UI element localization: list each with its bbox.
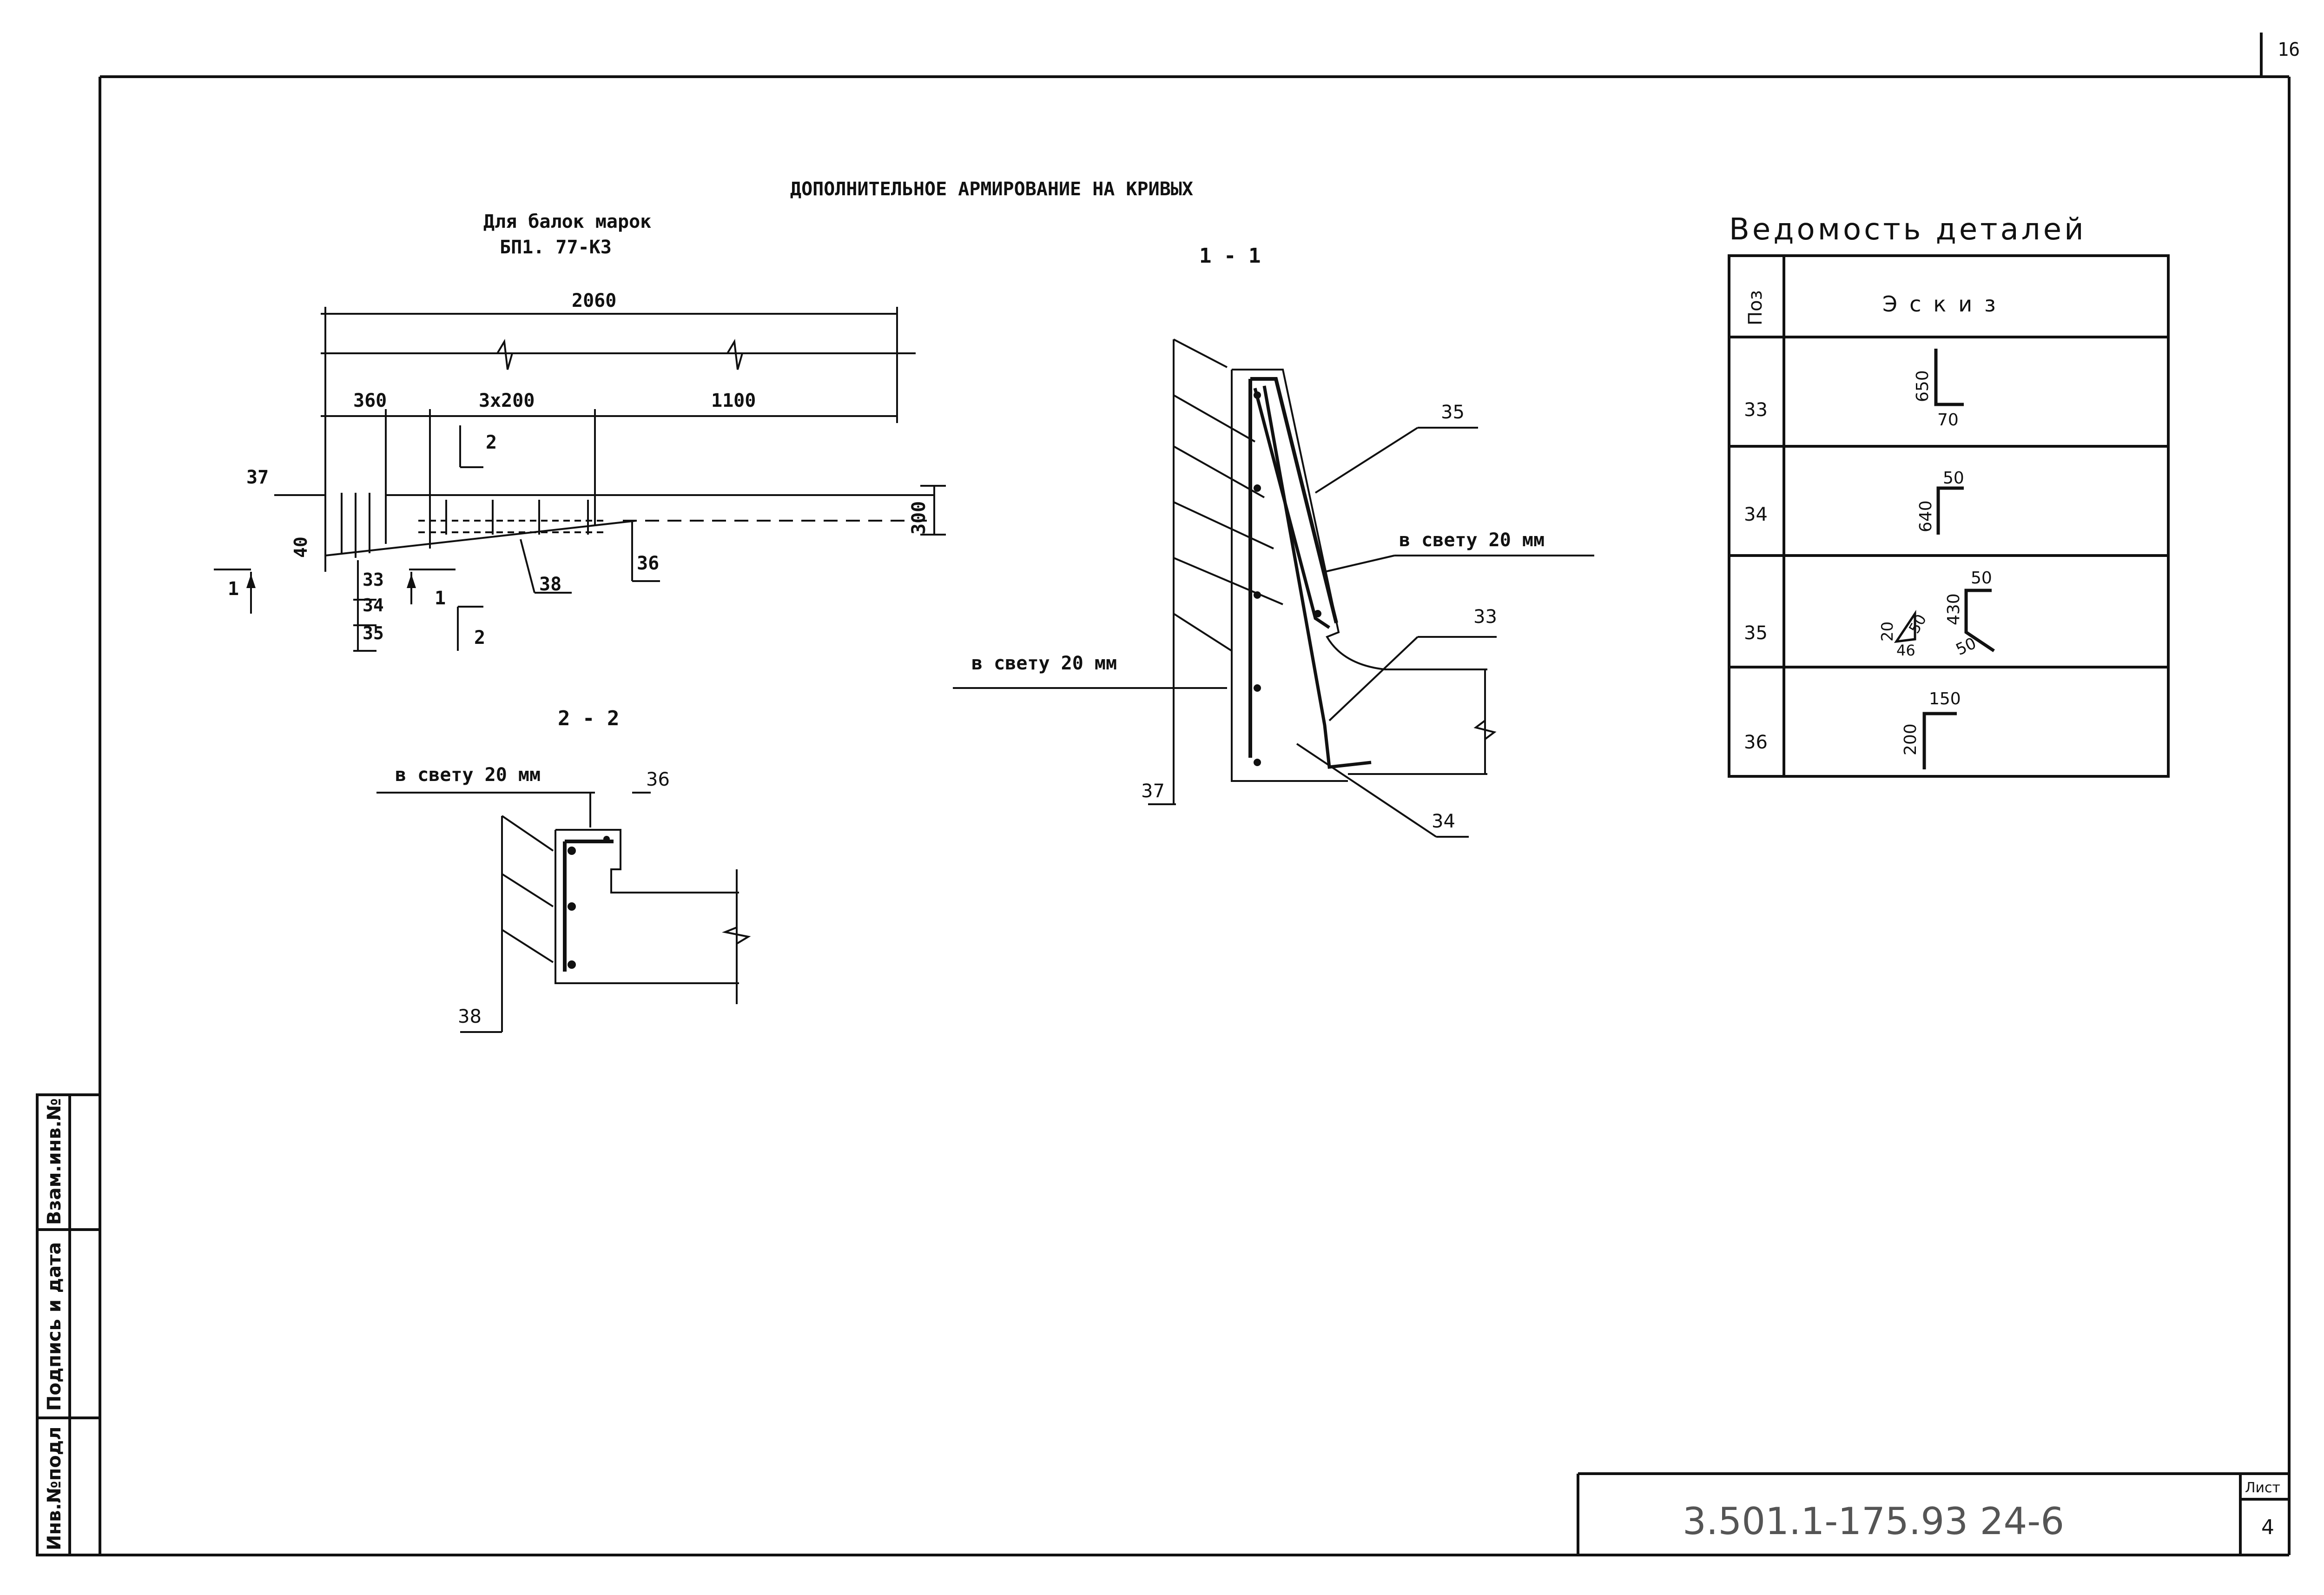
sec22-pos-38: 38 xyxy=(458,1006,482,1027)
row-35-dim-50a: 50 xyxy=(1971,569,1992,588)
row-36-dim-200: 200 xyxy=(1901,723,1920,755)
row-35-dim-20: 20 xyxy=(1878,622,1897,642)
sec11-pos-34: 34 xyxy=(1432,811,1455,832)
row-34-dim-50: 50 xyxy=(1943,469,1964,488)
sec11-pos-35: 35 xyxy=(1441,402,1465,423)
side-stamp: Инв.№подл Подпись и дата Взам.инв.№ xyxy=(36,1093,101,1556)
cut-arrow-1b xyxy=(407,574,416,588)
cut-label-1: 1 xyxy=(228,578,239,600)
dim-40: 40 xyxy=(290,536,311,558)
plan-pos-37: 37 xyxy=(246,467,269,488)
details-table-title: Ведомость деталей xyxy=(1729,212,2086,247)
row-35-dim-430: 430 xyxy=(1944,593,1963,625)
row-35-dim-50b: 50 xyxy=(1905,611,1930,636)
col-header-sketch: Эскиз xyxy=(1882,291,2008,317)
cut-label-1b: 1 xyxy=(435,588,446,609)
sheet-number-top: 16 xyxy=(2278,39,2300,60)
title-block-sheet-label: Лист xyxy=(2245,1480,2280,1496)
dim-360: 360 xyxy=(353,390,387,411)
row-33-dim-650: 650 xyxy=(1913,370,1932,402)
title-block-sheet-value: 4 xyxy=(2261,1516,2274,1539)
drawing-title: ДОПОЛНИТЕЛЬНОЕ АРМИРОВАНИЕ НА КРИВЫХ xyxy=(790,179,1193,200)
stamp-podpis-data: Подпись и дата xyxy=(44,1242,65,1411)
plan-view: 2060 360 3x200 1100 300 40 37 38 36 33 3… xyxy=(214,290,946,652)
section-22-title: 2 - 2 xyxy=(558,707,619,730)
section-2-2: 2 - 2 в свету 20 мм 36 38 xyxy=(376,707,751,1033)
stamp-inv-podl: Инв.№подл xyxy=(44,1427,65,1550)
plan-pos-38: 38 xyxy=(539,574,561,595)
stamp-vzam-inv: Взам.инв.№ xyxy=(44,1098,65,1225)
row-35-pos: 35 xyxy=(1744,622,1768,644)
sec11-pos-33: 33 xyxy=(1473,606,1497,628)
plan-pos-34: 34 xyxy=(363,595,384,615)
cut-label-2b: 2 xyxy=(474,627,485,649)
dim-total: 2060 xyxy=(572,290,616,311)
sec22-clear: в свету 20 мм xyxy=(395,764,541,786)
row-35-dim-46: 46 xyxy=(1896,642,1915,659)
row-36-dim-150: 150 xyxy=(1929,689,1961,708)
plan-pos-36: 36 xyxy=(637,553,659,574)
sec11-clear-right: в свету 20 мм xyxy=(1399,529,1545,551)
sheet-frame xyxy=(37,33,2291,1556)
cut-label-2: 2 xyxy=(486,432,497,453)
col-header-pos: Поз xyxy=(1745,290,1766,325)
row-34-pos: 34 xyxy=(1744,504,1768,525)
dim-300: 300 xyxy=(908,501,930,535)
title-block-code: 3.501.1-175.93 24-6 xyxy=(1683,1500,2064,1543)
row-33-dim-70: 70 xyxy=(1937,410,1959,430)
beam-note-line2: БП1. 77-К3 xyxy=(500,237,612,258)
sec11-pos-37: 37 xyxy=(1141,781,1165,802)
beam-note-line1: Для балок марок xyxy=(483,211,651,232)
row-33-pos: 33 xyxy=(1744,399,1768,421)
row-36-pos: 36 xyxy=(1744,732,1768,753)
details-table: Ведомость деталей Поз Эскиз 33 650 70 34… xyxy=(1728,212,2170,778)
plan-pos-33: 33 xyxy=(363,569,384,590)
title-block: 3.501.1-175.93 24-6 Лист 4 xyxy=(1577,1472,2289,1555)
dim-1100: 1100 xyxy=(711,390,756,411)
row-34-dim-640: 640 xyxy=(1916,500,1935,532)
section-11-title: 1 - 1 xyxy=(1199,244,1261,268)
section-1-1: 1 - 1 xyxy=(953,244,1594,838)
cut-arrow-1 xyxy=(246,574,256,588)
sec11-clear-left: в свету 20 мм xyxy=(971,653,1117,674)
plan-pos-35: 35 xyxy=(363,623,384,643)
sec22-pos-36: 36 xyxy=(646,769,670,790)
dim-3x200: 3x200 xyxy=(479,390,535,411)
